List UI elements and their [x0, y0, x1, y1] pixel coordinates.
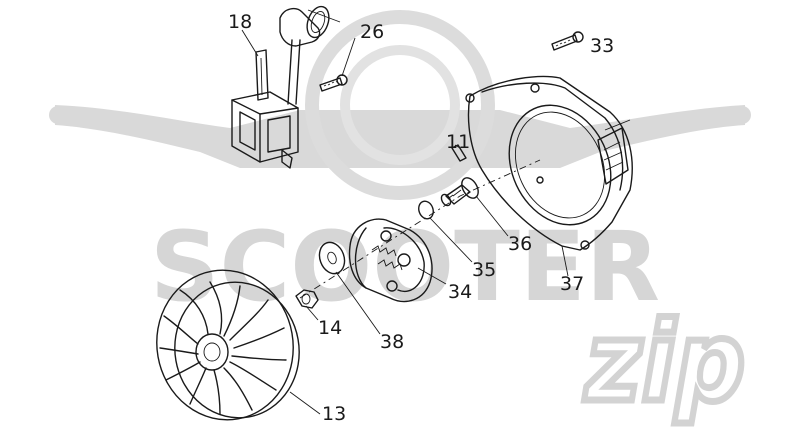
watermark-script-text: zip [584, 298, 745, 426]
callout-34: 34 [448, 281, 472, 303]
circlip-35 [418, 200, 434, 220]
screw-33 [551, 31, 584, 51]
watermark: SCOOTER zip [49, 10, 751, 430]
watermark-grip-right [733, 106, 751, 124]
watermark-brand-text: SCOOTER [150, 211, 660, 323]
shaft-bushing-36 [440, 177, 479, 207]
flywheel-13 [156, 269, 300, 421]
callout-35: 35 [472, 259, 496, 281]
callout-13: 13 [322, 403, 346, 425]
watermark-handlebar [55, 105, 745, 168]
leader-lines [241, 29, 569, 415]
callout-33: 33 [590, 35, 614, 57]
watermark-emblem-inner [340, 45, 460, 165]
ignition-coil-assembly [231, 5, 348, 169]
callout-14: 14 [318, 317, 342, 339]
assembly-axis [299, 159, 541, 299]
callout-11: 11 [446, 131, 470, 153]
callout-37: 37 [560, 273, 584, 295]
callout-38: 38 [380, 331, 404, 353]
watermark-grip-left [49, 106, 67, 124]
nut-14 [295, 289, 319, 309]
fan-housing [465, 75, 633, 251]
callout-26: 26 [360, 21, 384, 43]
callout-36: 36 [508, 233, 532, 255]
washer-38 [318, 241, 346, 275]
clutch-34 [348, 218, 433, 303]
callout-18: 18 [228, 11, 252, 33]
callout-labels: 18 26 33 11 36 35 34 37 14 38 13 [228, 11, 614, 425]
watermark-emblem-ring [305, 10, 495, 200]
